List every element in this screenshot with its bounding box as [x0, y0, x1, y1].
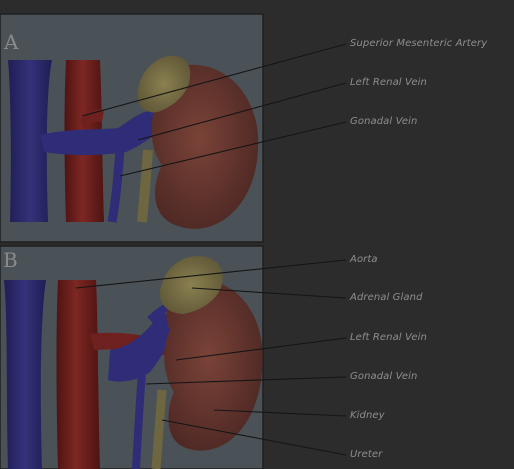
- panel-b-aorta: [57, 280, 101, 469]
- label-ureter: Ureter: [350, 449, 382, 460]
- label-left-renal-vein-a: Left Renal Vein: [350, 77, 427, 88]
- panel-b-letter: B: [3, 248, 18, 272]
- panel-b-ureter: [156, 390, 162, 469]
- label-gonadal-vein-b: Gonadal Vein: [350, 371, 418, 382]
- label-aorta: Aorta: [350, 254, 378, 265]
- panel-a-letter: A: [4, 30, 18, 54]
- label-adrenal-gland: Adrenal Gland: [350, 292, 423, 303]
- panel-a: [0, 14, 346, 242]
- panel-b-ivc: [4, 280, 46, 469]
- panel-b: [0, 246, 346, 469]
- label-kidney: Kidney: [350, 410, 385, 421]
- label-superior-mesenteric-artery: Superior Mesenteric Artery: [350, 38, 487, 49]
- label-left-renal-vein-b: Left Renal Vein: [350, 332, 427, 343]
- label-gonadal-vein-a: Gonadal Vein: [350, 116, 418, 127]
- panel-a-ureter: [142, 150, 148, 222]
